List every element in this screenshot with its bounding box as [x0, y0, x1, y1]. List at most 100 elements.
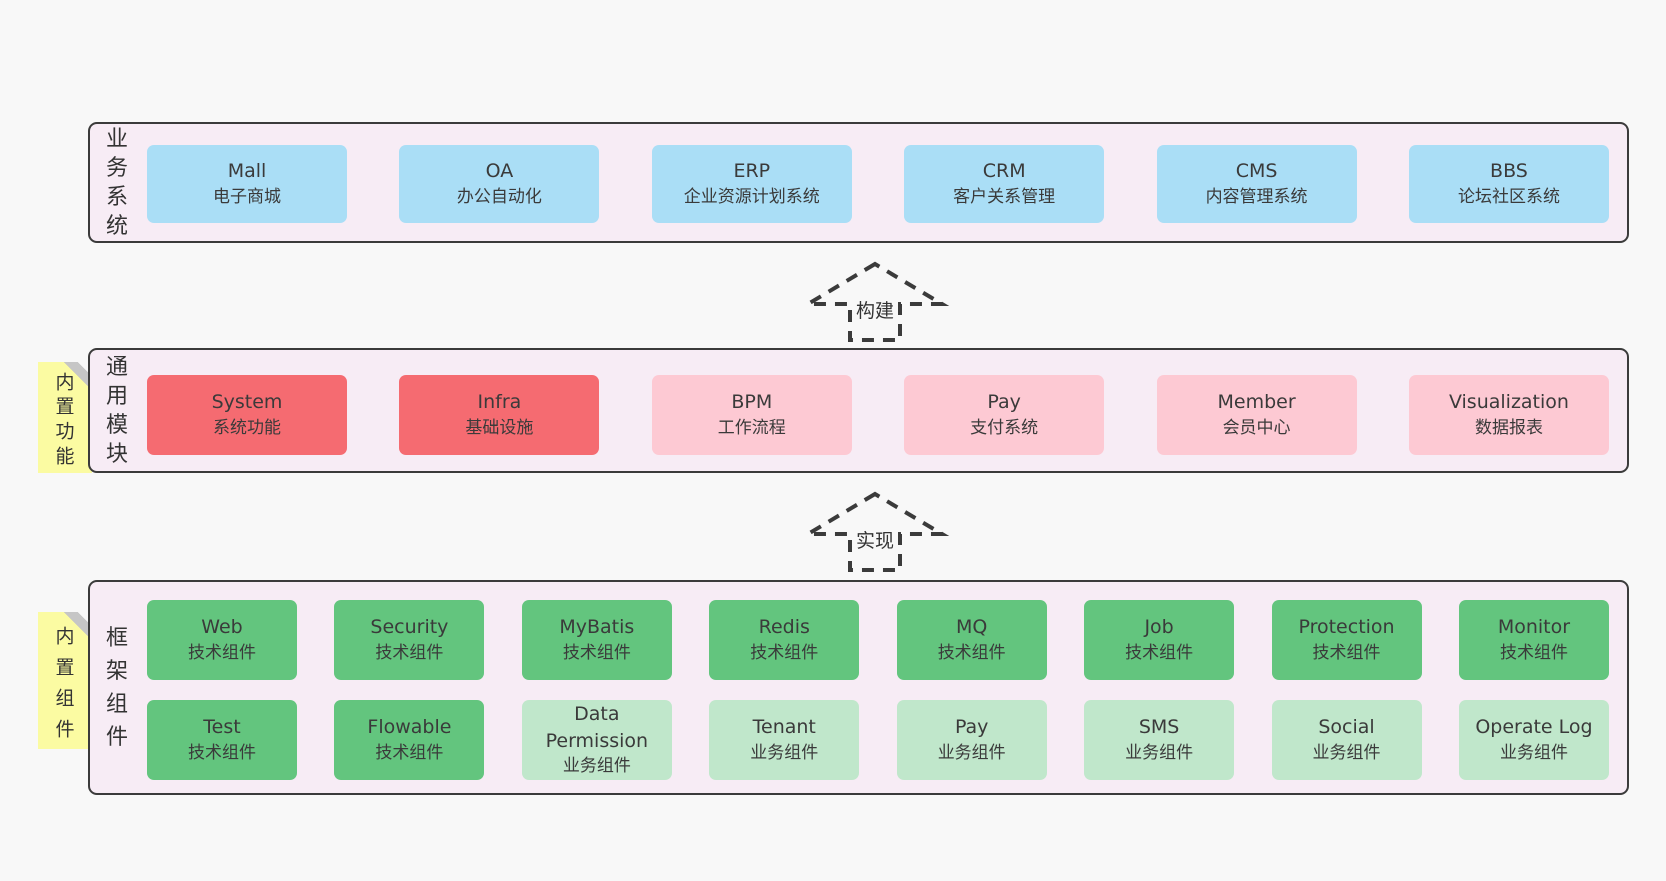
box-member: Member 会员中心 [1156, 375, 1357, 455]
box-title: Member [1217, 391, 1296, 414]
box-operate-log: Operate Log 业务组件 [1458, 700, 1609, 780]
box-subtitle: 技术组件 [375, 742, 444, 763]
box-mq: MQ 技术组件 [896, 600, 1047, 680]
box-title: Social [1318, 716, 1375, 739]
box-title: Tenant [752, 716, 816, 739]
box-subtitle: 技术组件 [750, 642, 819, 663]
box-title: System [211, 391, 283, 414]
box-social: Social 业务组件 [1271, 700, 1422, 780]
box-security: Security 技术组件 [334, 600, 485, 680]
box-subtitle: 技术组件 [562, 642, 631, 663]
sticky-note-label: 内置组件 [55, 625, 75, 740]
box-subtitle: 数据报表 [1474, 417, 1543, 438]
box-subtitle: 支付系统 [970, 417, 1039, 438]
box-redis: Redis 技术组件 [709, 600, 860, 680]
box-title: Visualization [1448, 391, 1569, 414]
box-title: Security [370, 616, 449, 639]
box-title: Mall [227, 160, 267, 183]
box-title: MQ [956, 616, 988, 639]
box-title: SMS [1138, 716, 1180, 739]
box-subtitle: 业务组件 [1312, 742, 1381, 763]
box-monitor: Monitor 技术组件 [1458, 600, 1609, 680]
box-title: OA [485, 160, 514, 183]
box-subtitle: 客户关系管理 [953, 186, 1056, 207]
up-arrow-icon [800, 491, 950, 572]
box-oa: OA 办公自动化 [399, 145, 600, 223]
dashed-arrow-build: 构建 [800, 260, 950, 344]
box-title: Web [201, 616, 243, 639]
box-subtitle: 技术组件 [188, 642, 256, 663]
box-title: Redis [758, 616, 810, 639]
box-subtitle: 业务组件 [1125, 742, 1194, 763]
box-title: Job [1144, 616, 1174, 639]
box-cms: CMS 内容管理系统 [1156, 145, 1357, 223]
framework-box-row-2: Test 技术组件 Flowable 技术组件 Data Permission … [147, 700, 1609, 780]
sticky-note-built-in-features: 内置功能 [38, 362, 92, 473]
box-job: Job 技术组件 [1084, 600, 1235, 680]
box-mall: Mall 电子商城 [147, 145, 347, 223]
box-title: BBS [1490, 160, 1528, 183]
box-pay-system: Pay 支付系统 [904, 375, 1105, 455]
box-title: ERP [733, 160, 771, 183]
section-label: 框架组件 [105, 625, 128, 750]
box-title: CMS [1235, 160, 1278, 183]
box-test: Test 技术组件 [147, 700, 297, 780]
box-pay-component: Pay 业务组件 [896, 700, 1047, 780]
box-subtitle: 业务组件 [1499, 742, 1568, 763]
box-title: MyBatis [559, 616, 635, 639]
box-title: Infra [477, 391, 522, 414]
arrow-label-build: 构建 [855, 300, 894, 322]
box-title: BPM [731, 391, 773, 414]
box-tenant: Tenant 业务组件 [709, 700, 860, 780]
up-arrow-icon [800, 261, 950, 342]
box-web: Web 技术组件 [147, 600, 297, 680]
arrow-label-implement: 实现 [855, 530, 894, 552]
box-bbs: BBS 论坛社区系统 [1408, 145, 1609, 223]
box-flowable: Flowable 技术组件 [334, 700, 485, 780]
box-sms: SMS 业务组件 [1084, 700, 1235, 780]
box-title: Protection [1298, 616, 1395, 639]
box-subtitle: 基础设施 [465, 417, 534, 438]
section-label: 通用模块 [105, 354, 128, 467]
box-protection: Protection 技术组件 [1271, 600, 1422, 680]
section-label: 业务系统 [105, 126, 128, 239]
box-title: Pay [954, 716, 989, 739]
box-subtitle: 技术组件 [1312, 642, 1381, 663]
box-visualization: Visualization 数据报表 [1408, 375, 1609, 455]
box-subtitle: 会员中心 [1222, 417, 1291, 438]
business-box-row: Mall 电子商城 OA 办公自动化 ERP 企业资源计划系统 CRM 客户关系… [147, 145, 1609, 223]
box-subtitle: 业务组件 [937, 742, 1006, 763]
box-title: Pay [987, 391, 1021, 414]
box-infra: Infra 基础设施 [399, 375, 600, 455]
section-common-modules: 通用模块 System 系统功能 Infra 基础设施 BPM 工作流程 Pay… [88, 348, 1629, 473]
box-subtitle: 技术组件 [375, 642, 444, 663]
sticky-note-label: 内置功能 [55, 371, 75, 468]
section-business-systems: 业务系统 Mall 电子商城 OA 办公自动化 ERP 企业资源计划系统 CRM… [88, 122, 1629, 243]
box-subtitle: 业务组件 [750, 742, 819, 763]
box-subtitle: 内容管理系统 [1205, 186, 1308, 207]
box-title: Test [203, 716, 241, 739]
box-subtitle: 系统功能 [213, 417, 281, 438]
box-data-permission: Data Permission 业务组件 [521, 700, 672, 780]
sticky-note-built-in-components: 内置组件 [38, 612, 92, 749]
box-crm: CRM 客户关系管理 [904, 145, 1105, 223]
box-subtitle: 工作流程 [717, 417, 786, 438]
box-subtitle: 技术组件 [1125, 642, 1194, 663]
box-title: Data Permission [545, 703, 649, 752]
box-bpm: BPM 工作流程 [651, 375, 852, 455]
box-title: Operate Log [1475, 716, 1593, 739]
box-title: Flowable [367, 716, 452, 739]
box-erp: ERP 企业资源计划系统 [651, 145, 852, 223]
box-mybatis: MyBatis 技术组件 [521, 600, 672, 680]
dashed-arrow-implement: 实现 [800, 490, 950, 574]
section-framework-components: 框架组件 Web 技术组件 Security 技术组件 MyBatis 技术组件… [88, 580, 1629, 795]
box-subtitle: 技术组件 [937, 642, 1006, 663]
box-subtitle: 业务组件 [562, 756, 631, 777]
box-subtitle: 企业资源计划系统 [683, 186, 820, 207]
box-system: System 系统功能 [147, 375, 347, 455]
box-subtitle: 技术组件 [1499, 642, 1568, 663]
modules-box-row: System 系统功能 Infra 基础设施 BPM 工作流程 Pay 支付系统… [147, 375, 1609, 455]
box-subtitle: 技术组件 [188, 742, 256, 763]
box-subtitle: 电子商城 [213, 186, 281, 207]
box-subtitle: 论坛社区系统 [1457, 186, 1560, 207]
